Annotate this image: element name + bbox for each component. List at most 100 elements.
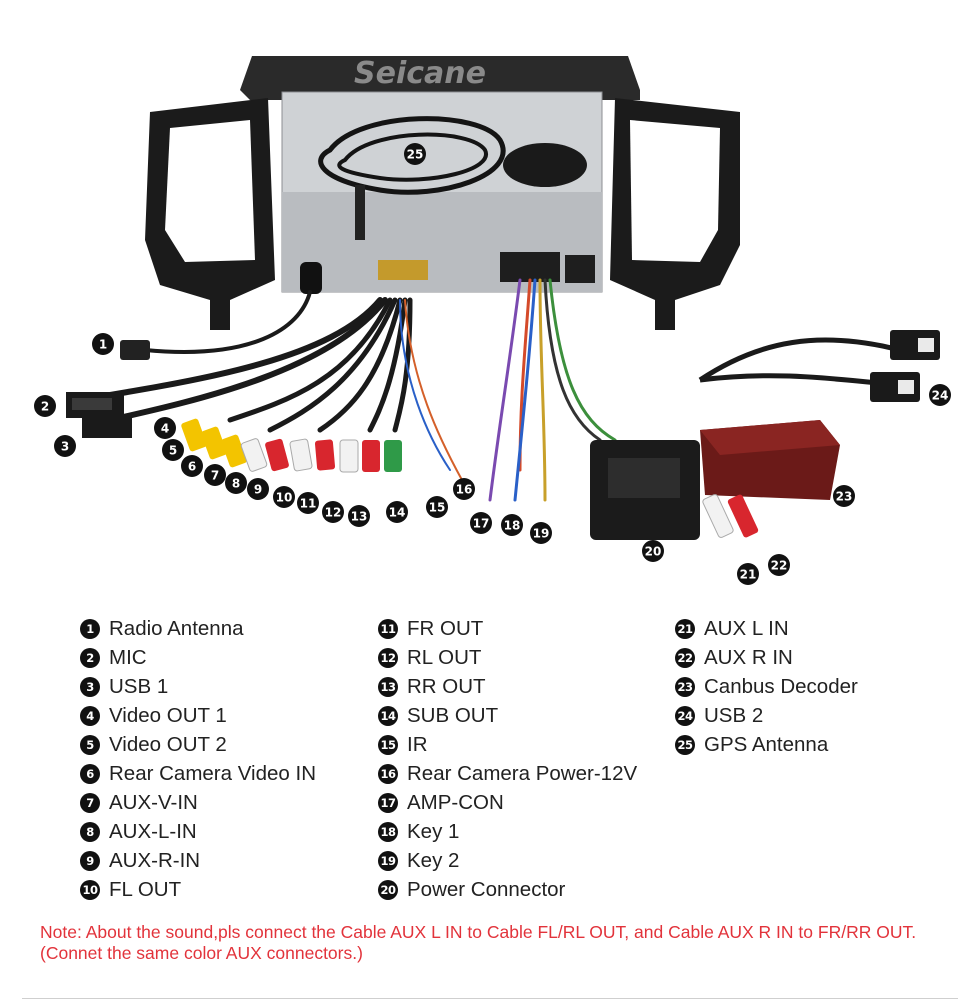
- power-connector: [590, 440, 700, 540]
- callout-number: 11: [300, 497, 317, 511]
- legend-number-badge: 14: [378, 705, 398, 726]
- legend-label: USB 2: [704, 703, 764, 727]
- callout-3: 3: [54, 435, 76, 457]
- legend-item-17: 17 AMP-CON: [378, 788, 637, 817]
- legend-number-badge: 9: [80, 850, 100, 871]
- bottom-divider: [22, 998, 958, 999]
- callout-20: 20: [642, 540, 664, 562]
- legend-item-14: 14 SUB OUT: [378, 701, 637, 730]
- connection-note: Note: About the sound,pls connect the Ca…: [40, 922, 917, 963]
- legend-item-6: 6 Rear Camera Video IN: [80, 759, 316, 788]
- callout-circle: [929, 384, 951, 406]
- legend-label: Canbus Decoder: [704, 674, 858, 698]
- callout-16: 16: [453, 478, 475, 500]
- legend-number-badge: 16: [378, 763, 398, 784]
- legend-item-23: 23 Canbus Decoder: [675, 672, 858, 701]
- callout-circle: [247, 478, 269, 500]
- cables-left: [77, 290, 413, 433]
- callout-number: 18: [504, 519, 521, 533]
- callout-19: 19: [530, 522, 552, 544]
- legend-number-badge: 17: [378, 792, 398, 813]
- gps-antenna: [318, 116, 587, 240]
- callout-number: 22: [771, 559, 788, 573]
- callout-circle: [426, 496, 448, 518]
- callout-circle: [181, 455, 203, 477]
- legend-label: RL OUT: [407, 645, 482, 669]
- callout-number: 1: [99, 338, 107, 352]
- legend-number-badge: 20: [378, 879, 398, 900]
- callout-13: 13: [348, 505, 370, 527]
- legend-number-badge: 1: [80, 618, 100, 639]
- legend-label: IR: [407, 732, 428, 756]
- callout-10: 10: [273, 486, 295, 508]
- callout-number: 7: [211, 469, 219, 483]
- callout-number: 20: [645, 545, 662, 559]
- legend-label: AUX R IN: [704, 645, 793, 669]
- legend-label: Video OUT 2: [109, 732, 227, 756]
- legend-number-badge: 4: [80, 705, 100, 726]
- legend-number-badge: 22: [675, 647, 695, 668]
- callout-11: 11: [297, 492, 319, 514]
- callout-number: 23: [836, 490, 853, 504]
- legend-label: RR OUT: [407, 674, 486, 698]
- callout-circle: [501, 514, 523, 536]
- legend-label: AMP-CON: [407, 790, 504, 814]
- callout-2: 2: [34, 395, 56, 417]
- callout-circle: [768, 554, 790, 576]
- callout-circle: [34, 395, 56, 417]
- legend-label: AUX-R-IN: [109, 848, 201, 872]
- callout-number: 24: [932, 389, 949, 403]
- callout-circle: [225, 472, 247, 494]
- callout-number: 12: [325, 506, 342, 520]
- legend-label: Video OUT 1: [109, 703, 227, 727]
- callout-4: 4: [154, 417, 176, 439]
- legend-number-badge: 23: [675, 676, 695, 697]
- rca-plugs: [181, 418, 402, 473]
- legend-number-badge: 21: [675, 618, 695, 639]
- legend-label: FL OUT: [109, 877, 182, 901]
- legend-label: Power Connector: [407, 877, 566, 901]
- legend-label: SUB OUT: [407, 703, 499, 727]
- callout-circle: [642, 540, 664, 562]
- legend-number-badge: 10: [80, 879, 100, 900]
- callout-circle: [322, 501, 344, 523]
- callout-number: 9: [254, 483, 262, 497]
- callout-circle: [404, 143, 426, 165]
- wiring-diagram: Seicane: [34, 56, 951, 585]
- callout-number: 4: [161, 422, 169, 436]
- callout-number: 10: [276, 491, 293, 505]
- callout-circle: [92, 333, 114, 355]
- callout-number: 2: [41, 400, 49, 414]
- callout-1: 1: [92, 333, 114, 355]
- legend-label: USB 1: [109, 674, 169, 698]
- callout-circle: [204, 464, 226, 486]
- callout-number: 16: [456, 483, 473, 497]
- callout-25: 25: [404, 143, 426, 165]
- callout-circle: [470, 512, 492, 534]
- legend-number-badge: 6: [80, 763, 100, 784]
- callout-number: 17: [473, 517, 490, 531]
- callout-8: 8: [225, 472, 247, 494]
- callout-5: 5: [162, 439, 184, 461]
- callout-number: 19: [533, 527, 550, 541]
- legend-number-badge: 7: [80, 792, 100, 813]
- legend-item-4: 4 Video OUT 1: [80, 701, 316, 730]
- callout-circle: [833, 485, 855, 507]
- callout-14: 14: [386, 501, 408, 523]
- legend-number-badge: 19: [378, 850, 398, 871]
- legend-label: AUX-V-IN: [109, 790, 198, 814]
- callout-number: 25: [407, 148, 424, 162]
- radio-antenna-plug: [120, 340, 150, 360]
- legend-number-badge: 8: [80, 821, 100, 842]
- legend-label: Rear Camera Video IN: [109, 761, 316, 785]
